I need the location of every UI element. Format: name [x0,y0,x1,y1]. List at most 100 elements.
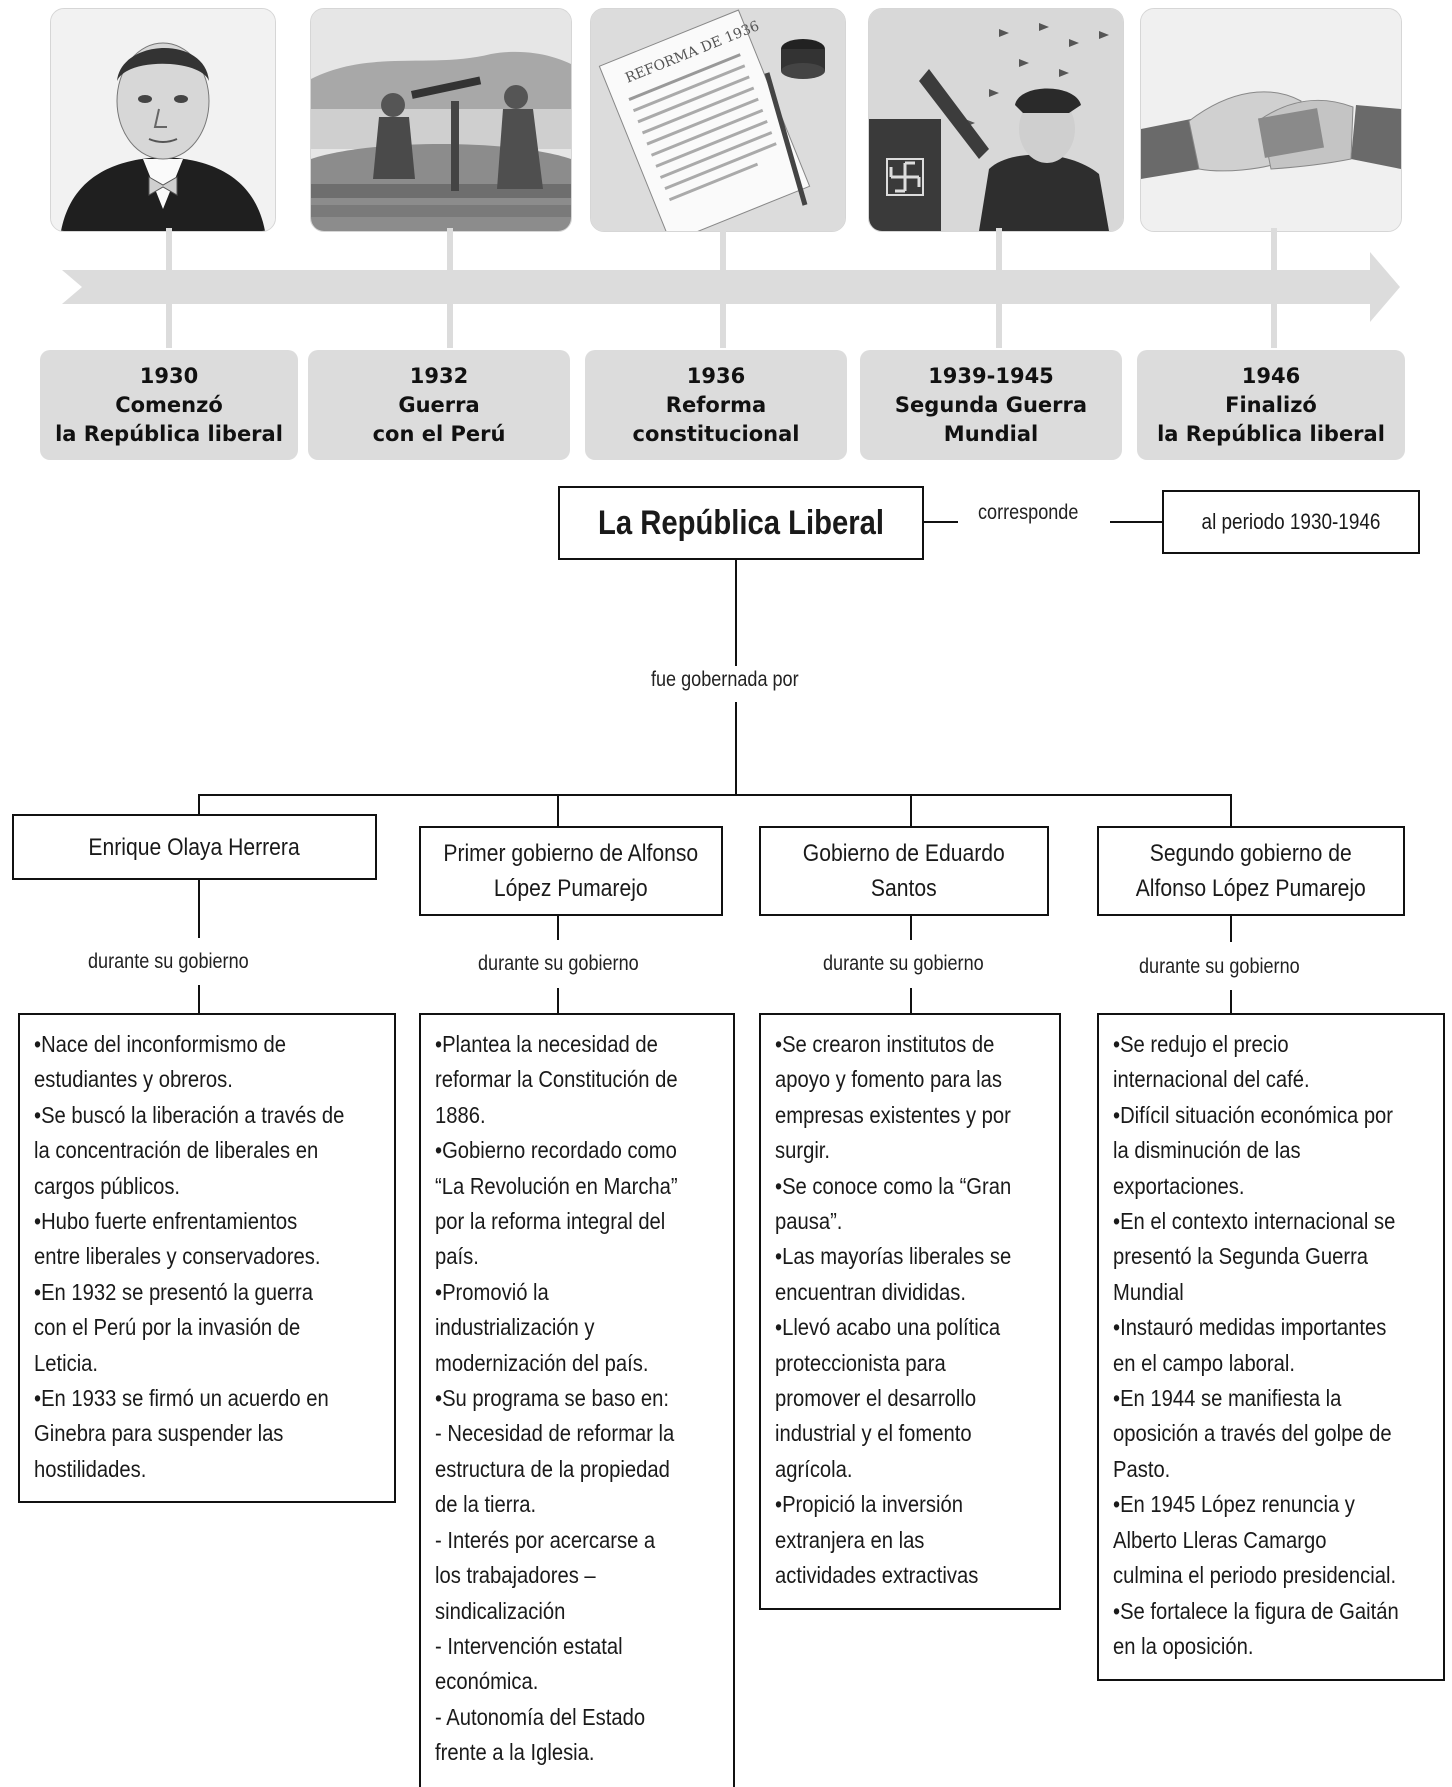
connector [910,988,912,1013]
connector [557,794,559,830]
government-name: Gobierno de Eduardo Santos [803,840,1005,902]
government-name: Segundo gobierno de Alfonso López Pumare… [1135,840,1367,902]
timeline-tick [996,228,1002,348]
government-details: •Nace del inconformismo de estudiantes y … [18,1013,396,1503]
link-label-during: durante su gobierno [88,950,249,973]
timeline-tick [720,228,726,348]
timeline-tick [1271,228,1277,348]
detail-line: •Se buscó la liberación a través de [34,1101,345,1128]
timeline-event: 1939-1945 Segunda Guerra Mundial [860,350,1122,460]
connector [198,794,200,814]
event-line: la República liberal [55,421,283,446]
timeline-arrow-head [1370,252,1400,322]
period-box: al periodo 1930-1946 [1162,490,1420,554]
connector [198,880,200,938]
detail-line: •En 1932 se presentó la guerra [34,1278,313,1305]
detail-line: •Se redujo el precio [1113,1031,1289,1057]
detail-line: surgir. [775,1137,831,1164]
detail-line: Ginebra para suspender las [34,1420,284,1447]
detail-line: •En 1945 López renuncia y [1113,1491,1355,1518]
detail-line: •Su programa se baso en: [435,1385,670,1412]
detail-line: estructura de la propiedad [435,1455,670,1482]
connector [1230,990,1232,1013]
government-box: Gobierno de Eduardo Santos [759,826,1049,916]
detail-line: •En 1944 se manifiesta la [1113,1385,1342,1412]
event-line: Guerra [398,392,480,417]
detail-line: modernización del país. [435,1349,649,1376]
detail-line: en la oposición. [1113,1632,1254,1659]
connector [910,916,912,940]
event-line: Mundial [943,421,1039,446]
soldiers-machine-gun-icon [310,8,572,232]
detail-line: industrial y el fomento [775,1420,972,1447]
detail-line: •Se crearon institutos de [775,1031,995,1057]
event-year: 1932 [409,363,469,388]
detail-line: sindicalización [435,1597,566,1624]
event-line: Finalizó [1225,392,1317,417]
detail-line: Leticia. [34,1349,99,1376]
connector [198,794,1232,796]
link-label-during: durante su gobierno [823,952,984,975]
detail-line: •Se fortalece la figura de Gaitán [1113,1597,1399,1624]
detail-line: •Las mayorías liberales se [775,1243,1012,1270]
connector [198,985,200,1013]
detail-line: - Necesidad de reformar la [435,1420,675,1447]
detail-line: pausa”. [775,1208,843,1235]
constitution-document-pen-icon: REFORMA DE 1936 [590,8,846,232]
detail-line: cargos públicos. [34,1172,181,1199]
link-label-corresponde: corresponde [978,501,1079,524]
detail-line: de la tierra. [435,1491,537,1518]
detail-line: industrialización y [435,1314,595,1341]
detail-line: •Plantea la necesidad de [435,1031,658,1057]
event-line: Comenzó [115,392,223,417]
detail-line: en el campo laboral. [1113,1349,1296,1376]
connector [1230,794,1232,830]
detail-line: la concentración de liberales en [34,1137,319,1164]
government-box: Segundo gobierno de Alfonso López Pumare… [1097,826,1405,916]
detail-line: proteccionista para [775,1349,946,1376]
detail-line: la disminución de las [1113,1137,1301,1164]
detail-line: •Hubo fuerte enfrentamientos [34,1208,298,1235]
detail-line: Alberto Lleras Camargo [1113,1526,1327,1553]
detail-line: culmina el periodo presidencial. [1113,1562,1397,1589]
detail-line: •Gobierno recordado como [435,1137,677,1164]
timeline-tick [447,228,453,348]
connector [557,916,559,940]
event-year: 1946 [1241,363,1301,388]
detail-line: estudiantes y obreros. [34,1066,233,1093]
detail-list: •Nace del inconformismo de estudiantes y … [34,1027,382,1487]
detail-line: •Nace del inconformismo de [34,1031,286,1057]
detail-line: exportaciones. [1113,1172,1245,1199]
link-label-during: durante su gobierno [1139,955,1300,978]
event-line: Segunda Guerra [894,392,1088,417]
detail-line: •Se conoce como la “Gran [775,1172,1012,1199]
detail-line: oposición a través del golpe de [1113,1420,1392,1447]
timeline-event: 1946 Finalizó la República liberal [1137,350,1405,460]
portrait-man-bowtie-icon [50,8,276,232]
detail-line: hostilidades. [34,1455,147,1482]
government-box: Primer gobierno de Alfonso López Pumarej… [419,826,723,916]
link-label-governed: fue gobernada por [651,668,799,691]
detail-line: actividades extractivas [775,1562,979,1589]
event-line: la República liberal [1157,421,1385,446]
detail-line: •Instauró medidas importantes [1113,1314,1387,1341]
detail-line: económica. [435,1668,539,1695]
detail-line: encuentran divididas. [775,1278,967,1305]
government-box: Enrique Olaya Herrera [12,814,377,880]
detail-line: Pasto. [1113,1455,1171,1482]
detail-line: “La Revolución en Marcha” [435,1172,678,1199]
connector [1110,521,1162,523]
map-title: La República Liberal [598,503,884,542]
link-label-during: durante su gobierno [478,952,639,975]
detail-line: Mundial [1113,1278,1184,1305]
detail-line: entre liberales y conservadores. [34,1243,321,1270]
event-line: Reforma [665,392,767,417]
event-year: 1930 [139,363,199,388]
detail-line: - Intervención estatal [435,1632,623,1659]
military-officer-salute-swastika-icon [868,8,1124,232]
detail-line: •En el contexto internacional se [1113,1208,1396,1235]
handshake-icon [1140,8,1402,232]
